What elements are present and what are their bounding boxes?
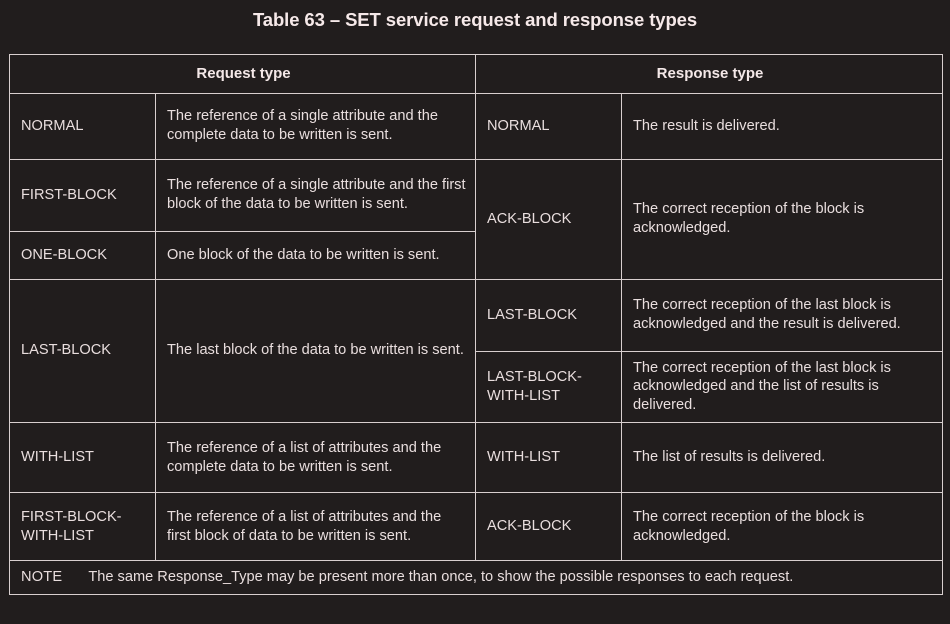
table-row: FIRST-BLOCK The reference of a single at… xyxy=(9,158,944,280)
request-type-last-block: LAST-BLOCK xyxy=(9,278,156,424)
request-type-first-block: FIRST-BLOCK xyxy=(9,158,156,232)
table-row: LAST-BLOCK-WITH-LIST The correct recepti… xyxy=(10,350,944,424)
response-description-last-block: The correct reception of the last block … xyxy=(621,278,944,352)
response-type-ack-block: ACK-BLOCK xyxy=(475,158,623,280)
column-header-response-type: Response type xyxy=(475,54,944,94)
note-text: The same Response_Type may be present mo… xyxy=(88,569,794,586)
table-note: NOTE The same Response_Type may be presen… xyxy=(8,560,944,596)
request-description-last-block: The last block of the data to be written… xyxy=(154,278,477,424)
response-description-normal: The result is delivered. xyxy=(621,92,944,160)
table-header-row: Request type Response type xyxy=(8,54,944,94)
response-type-normal: NORMAL xyxy=(475,92,623,160)
response-type-last-block-with-list: LAST-BLOCK-WITH-LIST xyxy=(475,350,623,424)
page-title: Table 63 – SET service request and respo… xyxy=(252,9,698,30)
column-header-request-type: Request type xyxy=(8,54,477,94)
table-note-row: NOTE The same Response_Type may be presen… xyxy=(8,560,944,596)
request-description-first-block-with-list: The reference of a list of attributes an… xyxy=(154,492,477,562)
table-row: LAST-BLOCK The last block of the data to… xyxy=(9,278,944,424)
set-service-types-table: Request type Response type NORMAL The re… xyxy=(8,54,944,596)
request-description-one-block: One block of the data to be written is s… xyxy=(154,230,477,280)
table-header: Request type Response type xyxy=(8,54,944,94)
request-type-first-block-with-list: FIRST-BLOCK-WITH-LIST xyxy=(9,492,156,562)
request-type-one-block: ONE-BLOCK xyxy=(9,230,156,280)
table-row: NORMAL The reference of a single attribu… xyxy=(9,92,944,160)
response-description-with-list: The list of results is delivered. xyxy=(621,422,944,494)
table-row: WITH-LIST The reference of a list of att… xyxy=(9,422,944,494)
note-label: NOTE xyxy=(21,569,63,586)
request-type-with-list: WITH-LIST xyxy=(9,422,156,494)
response-description-ack-block: The correct reception of the block is ac… xyxy=(621,158,944,280)
request-description-with-list: The reference of a list of attributes an… xyxy=(154,422,477,494)
table-container: Request type Response type NORMAL The re… xyxy=(8,54,944,596)
response-type-ack-block-2: ACK-BLOCK xyxy=(475,492,623,562)
response-type-last-block: LAST-BLOCK xyxy=(475,278,623,352)
table-body: NORMAL The reference of a single attribu… xyxy=(8,92,944,596)
response-description-ack-block-2: The correct reception of the block is ac… xyxy=(621,492,944,562)
response-type-with-list: WITH-LIST xyxy=(475,422,623,494)
table-row: FIRST-BLOCK-WITH-LIST The reference of a… xyxy=(9,492,944,562)
request-description-normal: The reference of a single attribute and … xyxy=(154,92,477,160)
table-row: ONE-BLOCK One block of the data to be wr… xyxy=(9,230,943,280)
request-description-first-block: The reference of a single attribute and … xyxy=(154,158,477,232)
response-description-last-block-with-list: The correct reception of the last block … xyxy=(621,350,944,424)
request-type-normal: NORMAL xyxy=(9,92,156,160)
